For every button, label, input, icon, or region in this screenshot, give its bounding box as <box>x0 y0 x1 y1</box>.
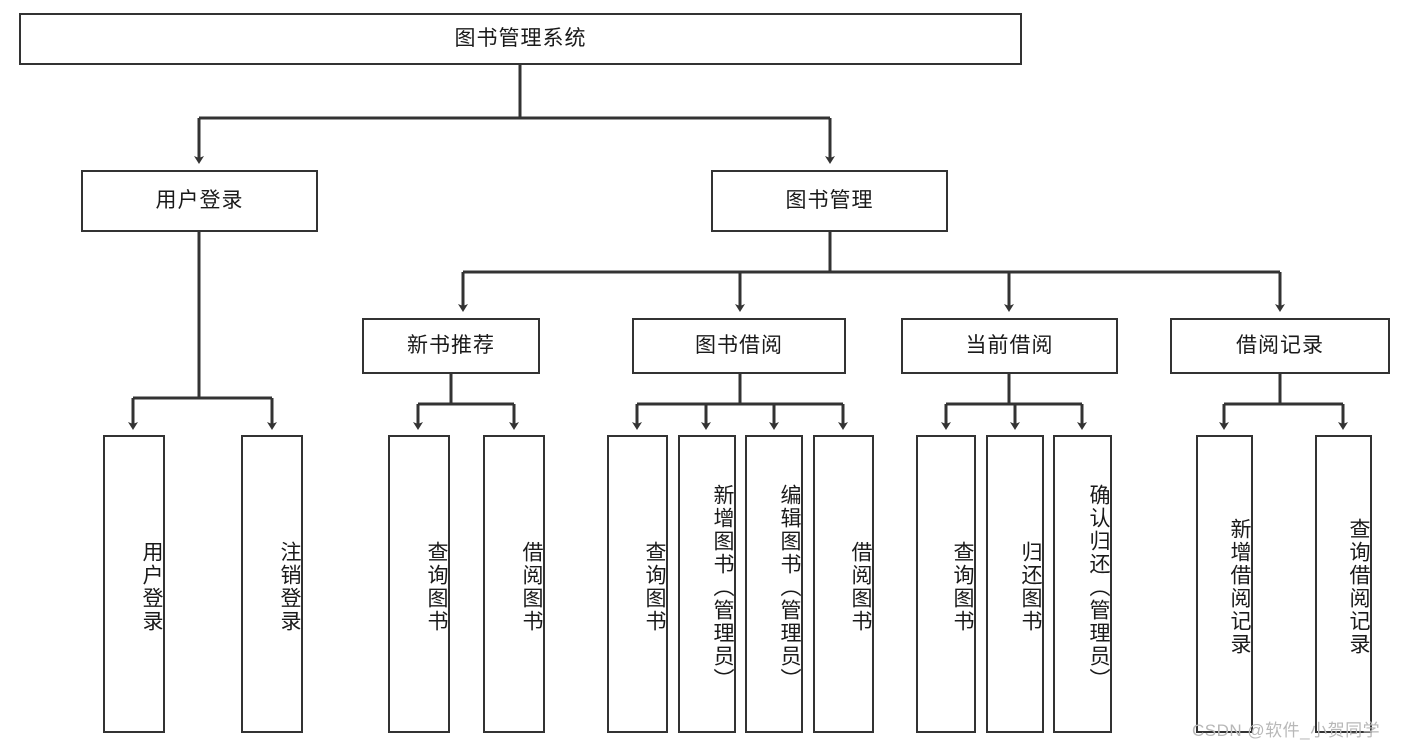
node-leaf-query-record[interactable]: 查询借阅记录 <box>1315 435 1372 733</box>
node-root-label: 图书管理系统 <box>454 27 587 51</box>
node-leaf-query-book-3-label: 查询图书 <box>951 541 974 633</box>
node-leaf-confirm-return[interactable]: 确认归还（管理员） <box>1053 435 1112 733</box>
node-leaf-return-book-label: 归还图书 <box>1019 541 1042 633</box>
node-leaf-borrow-book-1-label: 借阅图书 <box>520 541 543 633</box>
node-leaf-return-book[interactable]: 归还图书 <box>986 435 1044 733</box>
node-leaf-logout-label: 注销登录 <box>278 541 301 633</box>
node-leaf-confirm-return-label: 确认归还（管理员） <box>1087 483 1110 691</box>
node-leaf-query-book-3[interactable]: 查询图书 <box>916 435 976 733</box>
node-root[interactable]: 图书管理系统 <box>19 13 1022 65</box>
node-leaf-borrow-book-2[interactable]: 借阅图书 <box>813 435 874 733</box>
node-new-book-recommend-label: 新书推荐 <box>407 334 495 358</box>
node-leaf-query-record-label: 查询借阅记录 <box>1347 518 1370 656</box>
node-leaf-add-record[interactable]: 新增借阅记录 <box>1196 435 1253 733</box>
node-leaf-logout[interactable]: 注销登录 <box>241 435 303 733</box>
node-leaf-borrow-book-1[interactable]: 借阅图书 <box>483 435 545 733</box>
node-leaf-query-book-1-label: 查询图书 <box>425 541 448 633</box>
node-user-login-label: 用户登录 <box>155 189 244 213</box>
node-borrow-record[interactable]: 借阅记录 <box>1170 318 1390 374</box>
node-leaf-query-book-2[interactable]: 查询图书 <box>607 435 668 733</box>
csdn-watermark: CSDN @软件_小贺同学 <box>1192 721 1381 740</box>
node-leaf-add-book-label: 新增图书（管理员） <box>711 483 734 691</box>
node-leaf-user-login[interactable]: 用户登录 <box>103 435 165 733</box>
node-leaf-user-login-label: 用户登录 <box>140 541 163 633</box>
node-book-borrow-label: 图书借阅 <box>695 334 783 358</box>
node-leaf-borrow-book-2-label: 借阅图书 <box>849 541 872 633</box>
node-current-borrow-label: 当前借阅 <box>965 334 1054 358</box>
node-leaf-edit-book-label: 编辑图书（管理员） <box>778 483 801 691</box>
node-user-login[interactable]: 用户登录 <box>81 170 318 232</box>
node-borrow-record-label: 借阅记录 <box>1236 334 1324 358</box>
node-book-borrow[interactable]: 图书借阅 <box>632 318 846 374</box>
node-book-manage[interactable]: 图书管理 <box>711 170 948 232</box>
node-leaf-add-book[interactable]: 新增图书（管理员） <box>678 435 736 733</box>
node-current-borrow[interactable]: 当前借阅 <box>901 318 1118 374</box>
node-leaf-query-book-2-label: 查询图书 <box>643 541 666 633</box>
node-leaf-add-record-label: 新增借阅记录 <box>1228 518 1251 656</box>
node-leaf-edit-book[interactable]: 编辑图书（管理员） <box>745 435 803 733</box>
node-book-manage-label: 图书管理 <box>785 189 874 213</box>
node-leaf-query-book-1[interactable]: 查询图书 <box>388 435 450 733</box>
node-new-book-recommend[interactable]: 新书推荐 <box>362 318 540 374</box>
